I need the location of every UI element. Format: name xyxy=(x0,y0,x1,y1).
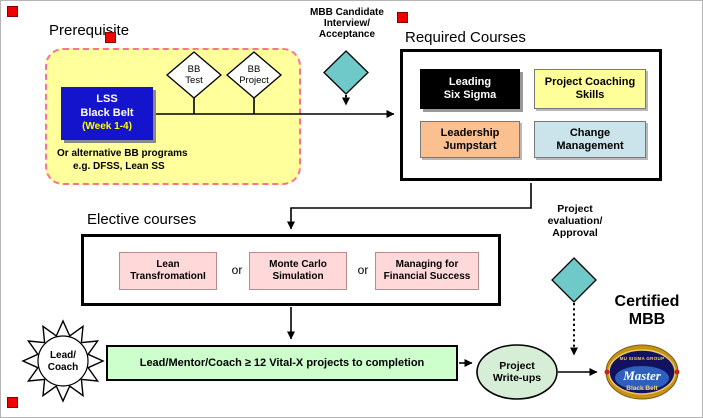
red-marker-bottom-left xyxy=(7,397,18,408)
lss-week-label: (Week 1-4) xyxy=(82,121,132,132)
elective-lean-transformation: Lean TransfromationI xyxy=(119,252,217,290)
lean-line2: TransfromationI xyxy=(130,271,206,282)
required-courses-title: Required Courses xyxy=(405,29,526,46)
lss-black-belt-box: LSS Black Belt (Week 1-4) xyxy=(61,87,153,140)
leading-six-sigma-line1: Leading xyxy=(448,76,492,88)
project-coaching-line2: Skills xyxy=(575,89,605,101)
lss-line2: Black Belt xyxy=(80,107,134,119)
badge-red-dot-right xyxy=(674,369,680,375)
badge-master-label: Master xyxy=(622,368,662,383)
badge-blue-band xyxy=(615,366,669,390)
evaluation-line3: Approval xyxy=(552,227,598,239)
lead-coach-sun xyxy=(21,319,105,403)
connector-required-to-elective xyxy=(287,183,532,230)
monte-carlo-line1: Monte Carlo xyxy=(269,259,327,270)
badge-gold-ring xyxy=(605,344,679,400)
lead-coach-label-line1: Lead/ xyxy=(50,350,76,361)
course-project-coaching-skills: Project Coaching Skills xyxy=(534,69,646,109)
mbb-candidate-line1: MBB Candidate xyxy=(310,7,384,18)
mbb-candidate-label: MBB Candidate Interview/ Acceptance xyxy=(297,7,397,40)
course-change-management: Change Management xyxy=(534,121,646,158)
managing-line2: Financial Success xyxy=(383,271,471,282)
project-writeups-label-line1: Project xyxy=(499,360,535,372)
red-marker-prerequisite xyxy=(105,32,116,43)
vital-x-label: Lead/Mentor/Coach ≥ 12 Vital-X projects … xyxy=(139,357,425,369)
project-evaluation-label: Project evaluation/ Approval xyxy=(532,203,618,239)
badge-group-label: MU SIGMA GROUP xyxy=(620,356,665,361)
change-management-line1: Change xyxy=(569,126,611,139)
alternative-programs-line2: e.g. DFSS, Lean SS xyxy=(73,161,165,172)
red-marker-top-center xyxy=(397,12,408,23)
lead-coach-sun-inner-circle xyxy=(37,335,89,387)
elective-courses-title: Elective courses xyxy=(87,211,197,228)
elective-or-2: or xyxy=(357,263,369,277)
evaluation-line2: evaluation/ xyxy=(547,215,603,227)
badge-blackbelt-label: Black Belt xyxy=(626,385,658,392)
mbb-candidate-line2: Interview/ xyxy=(323,18,371,29)
project-writeups-label-line2: Write-ups xyxy=(493,372,541,384)
alternative-programs-line1: Or alternative BB programs xyxy=(57,148,188,159)
project-evaluation-diamond xyxy=(551,257,597,303)
elective-monte-carlo: Monte Carlo Simulation xyxy=(249,252,347,290)
certified-line2: MBB xyxy=(628,311,666,328)
evaluation-line1: Project xyxy=(557,203,593,215)
monte-carlo-line2: Simulation xyxy=(272,271,324,282)
red-marker-top-left xyxy=(7,6,18,17)
project-coaching-line1: Project Coaching xyxy=(544,76,636,88)
project-writeups-ellipse xyxy=(476,344,558,400)
elective-or-1: or xyxy=(231,263,243,277)
certified-mbb-label: Certified MBB xyxy=(597,293,697,329)
elective-managing-financial: Managing for Financial Success xyxy=(375,252,479,290)
lss-line1: LSS xyxy=(96,93,118,105)
lead-coach-label-line2: Coach xyxy=(48,362,79,373)
mbb-candidate-line3: Acceptance xyxy=(318,29,376,40)
course-leadership-jumpstart: Leadership Jumpstart xyxy=(420,121,520,158)
managing-line1: Managing for xyxy=(395,259,459,270)
badge-navy-oval xyxy=(608,349,676,395)
leadership-jumpstart-line1: Leadership xyxy=(440,126,500,139)
mbb-badge: MU SIGMA GROUP Master Black Belt xyxy=(604,344,680,400)
prerequisite-title: Prerequisite xyxy=(49,22,130,39)
vital-x-projects-box: Lead/Mentor/Coach ≥ 12 Vital-X projects … xyxy=(106,345,458,381)
mbb-interview-diamond xyxy=(323,50,369,95)
course-leading-six-sigma: Leading Six Sigma xyxy=(420,69,520,109)
leadership-jumpstart-line2: Jumpstart xyxy=(443,139,497,152)
certified-line1: Certified xyxy=(614,293,680,310)
change-management-line2: Management xyxy=(556,139,624,152)
leading-six-sigma-line2: Six Sigma xyxy=(443,89,497,101)
badge-red-dot-left xyxy=(604,369,610,375)
lean-line1: Lean xyxy=(156,259,180,270)
